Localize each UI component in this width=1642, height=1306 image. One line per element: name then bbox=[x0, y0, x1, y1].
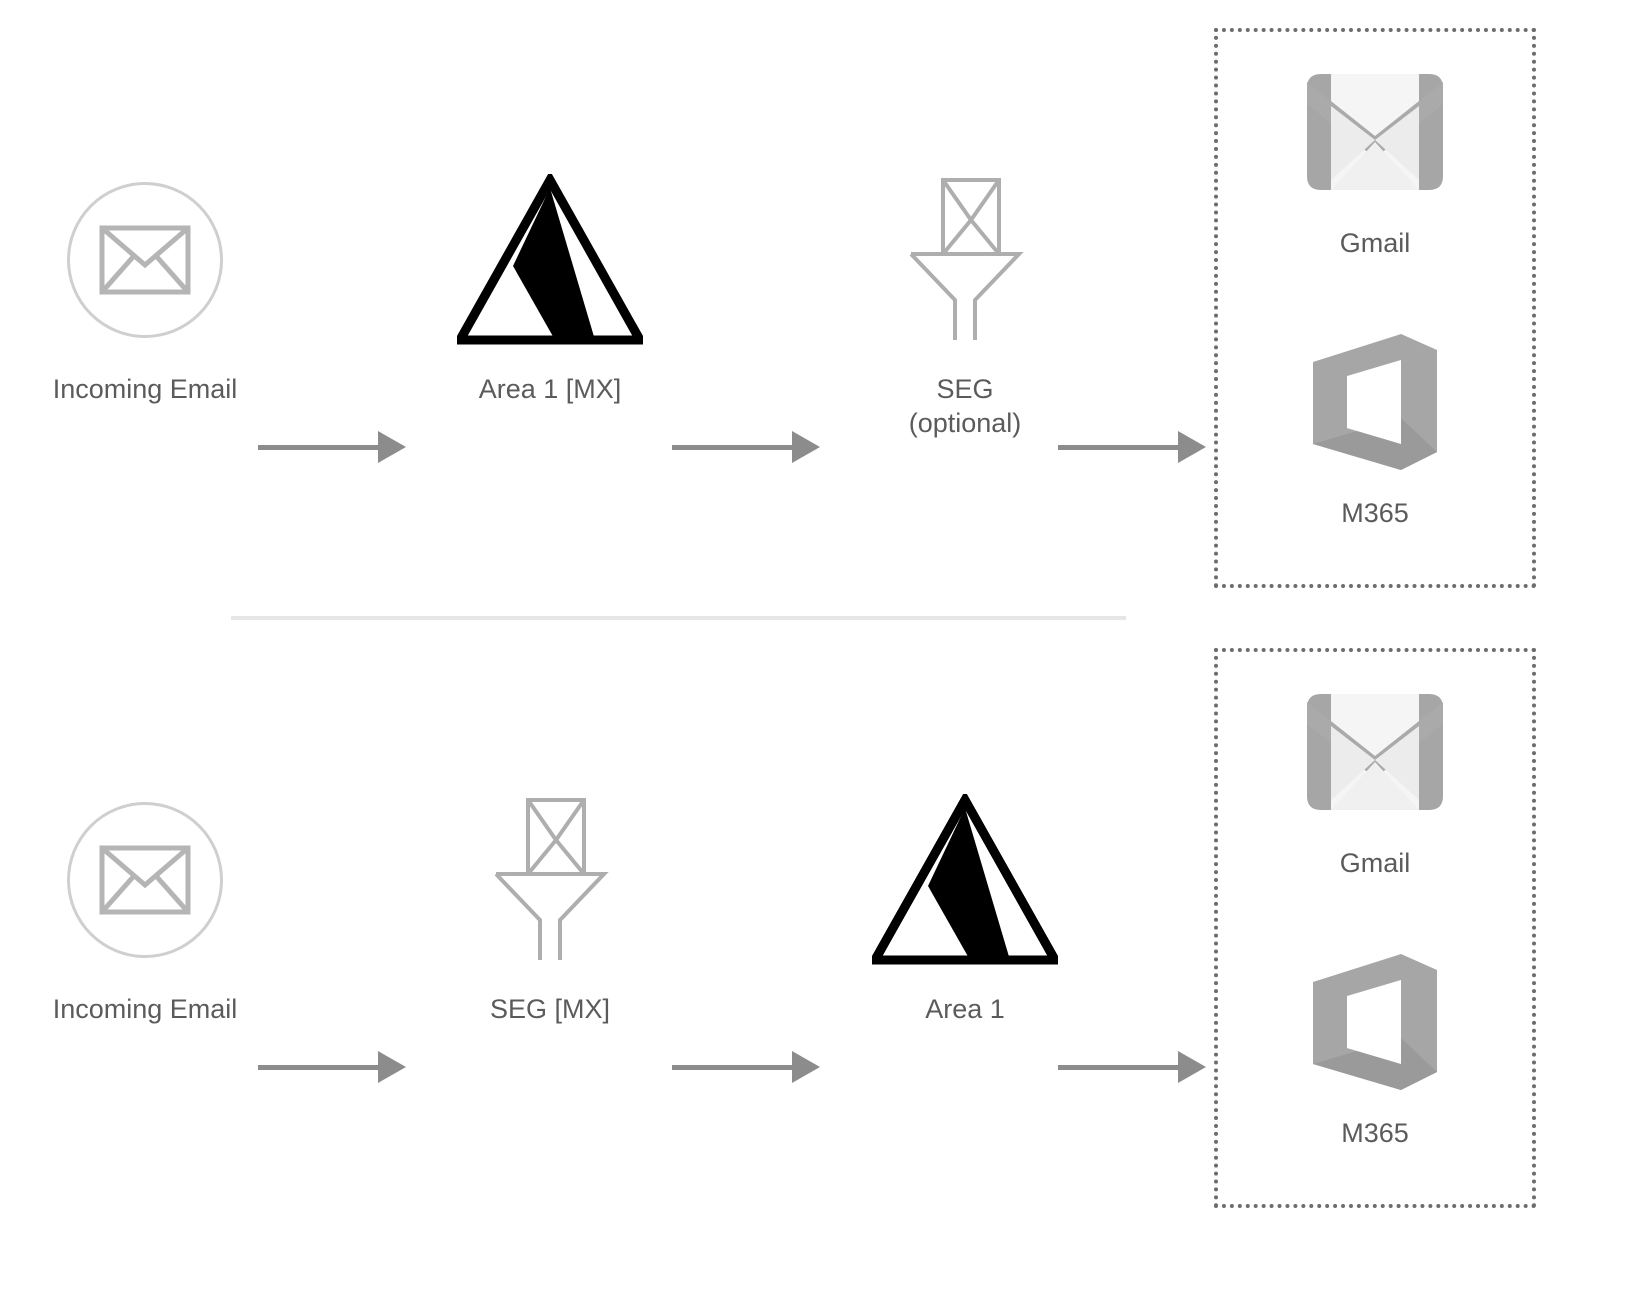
gmail-logo bbox=[1307, 74, 1443, 190]
arrow-shaft bbox=[672, 444, 793, 450]
node-label: SEG (optional) bbox=[908, 374, 1022, 438]
node-label: Area 1 bbox=[925, 994, 1005, 1024]
node-label: Incoming Email bbox=[52, 374, 238, 404]
m365-logo bbox=[1313, 954, 1437, 1090]
flow-row-seg-mx: Incoming Email SEG [MX] bbox=[0, 790, 1206, 1210]
incoming-email-icon bbox=[67, 802, 223, 958]
destination-item-m365-top: M365 bbox=[1218, 332, 1532, 529]
arrow-shaft bbox=[258, 444, 379, 450]
arrow-head bbox=[378, 1051, 406, 1083]
flow-row-area1-mx: Incoming Email Area 1 [MX] bbox=[0, 170, 1206, 590]
arrow-2 bbox=[672, 431, 820, 463]
node-label: Incoming Email bbox=[52, 994, 238, 1024]
arrow-shaft bbox=[672, 1064, 793, 1070]
gmail-art bbox=[1218, 62, 1532, 202]
area1-art bbox=[400, 170, 700, 350]
envelope-icon bbox=[99, 845, 191, 915]
destination-box-bottom: Gmail M365 bbox=[1214, 648, 1536, 1208]
node-area1-mx: Area 1 [MX] bbox=[400, 170, 700, 406]
area1-art bbox=[815, 790, 1115, 970]
seg-art bbox=[815, 170, 1115, 350]
seg-funnel-icon bbox=[494, 798, 609, 960]
destination-label: M365 bbox=[1341, 1118, 1409, 1148]
arrow-shaft bbox=[1058, 1064, 1179, 1070]
arrow-1 bbox=[258, 431, 406, 463]
seg-funnel-icon bbox=[909, 178, 1024, 340]
arrow-head bbox=[792, 431, 820, 463]
section-divider bbox=[231, 616, 1126, 620]
destination-item-gmail-top: Gmail bbox=[1218, 62, 1532, 259]
node-label: Area 1 [MX] bbox=[478, 374, 622, 404]
arrow-head bbox=[1178, 1051, 1206, 1083]
destination-box-top: Gmail M365 bbox=[1214, 28, 1536, 588]
arrow-shaft bbox=[258, 1064, 379, 1070]
destination-label: Gmail bbox=[1339, 228, 1411, 258]
incoming-email-art bbox=[0, 790, 295, 970]
arrow-head bbox=[792, 1051, 820, 1083]
incoming-email-icon bbox=[67, 182, 223, 338]
node-incoming-email-top: Incoming Email bbox=[0, 170, 295, 406]
node-area1: Area 1 bbox=[815, 790, 1115, 1026]
area1-triangle-logo bbox=[457, 174, 643, 345]
gmail-art bbox=[1218, 682, 1532, 822]
destination-item-gmail-bottom: Gmail bbox=[1218, 682, 1532, 879]
arrow-shaft bbox=[1058, 444, 1179, 450]
seg-art bbox=[400, 790, 700, 970]
destination-label: M365 bbox=[1341, 498, 1409, 528]
arrow-2 bbox=[672, 1051, 820, 1083]
gmail-logo bbox=[1307, 694, 1443, 810]
arrow-head bbox=[378, 431, 406, 463]
m365-logo bbox=[1313, 334, 1437, 470]
destination-item-m365-bottom: M365 bbox=[1218, 952, 1532, 1149]
arrow-3 bbox=[1058, 431, 1206, 463]
destination-label: Gmail bbox=[1339, 848, 1411, 878]
arrow-1 bbox=[258, 1051, 406, 1083]
incoming-email-art bbox=[0, 170, 295, 350]
arrow-head bbox=[1178, 431, 1206, 463]
area1-triangle-logo bbox=[872, 794, 1058, 965]
node-seg-mx: SEG [MX] bbox=[400, 790, 700, 1026]
node-label: SEG [MX] bbox=[489, 994, 611, 1024]
node-incoming-email-bottom: Incoming Email bbox=[0, 790, 295, 1026]
envelope-icon bbox=[99, 225, 191, 295]
m365-art bbox=[1218, 952, 1532, 1092]
node-seg-optional: SEG (optional) bbox=[815, 170, 1115, 440]
m365-art bbox=[1218, 332, 1532, 472]
arrow-3 bbox=[1058, 1051, 1206, 1083]
